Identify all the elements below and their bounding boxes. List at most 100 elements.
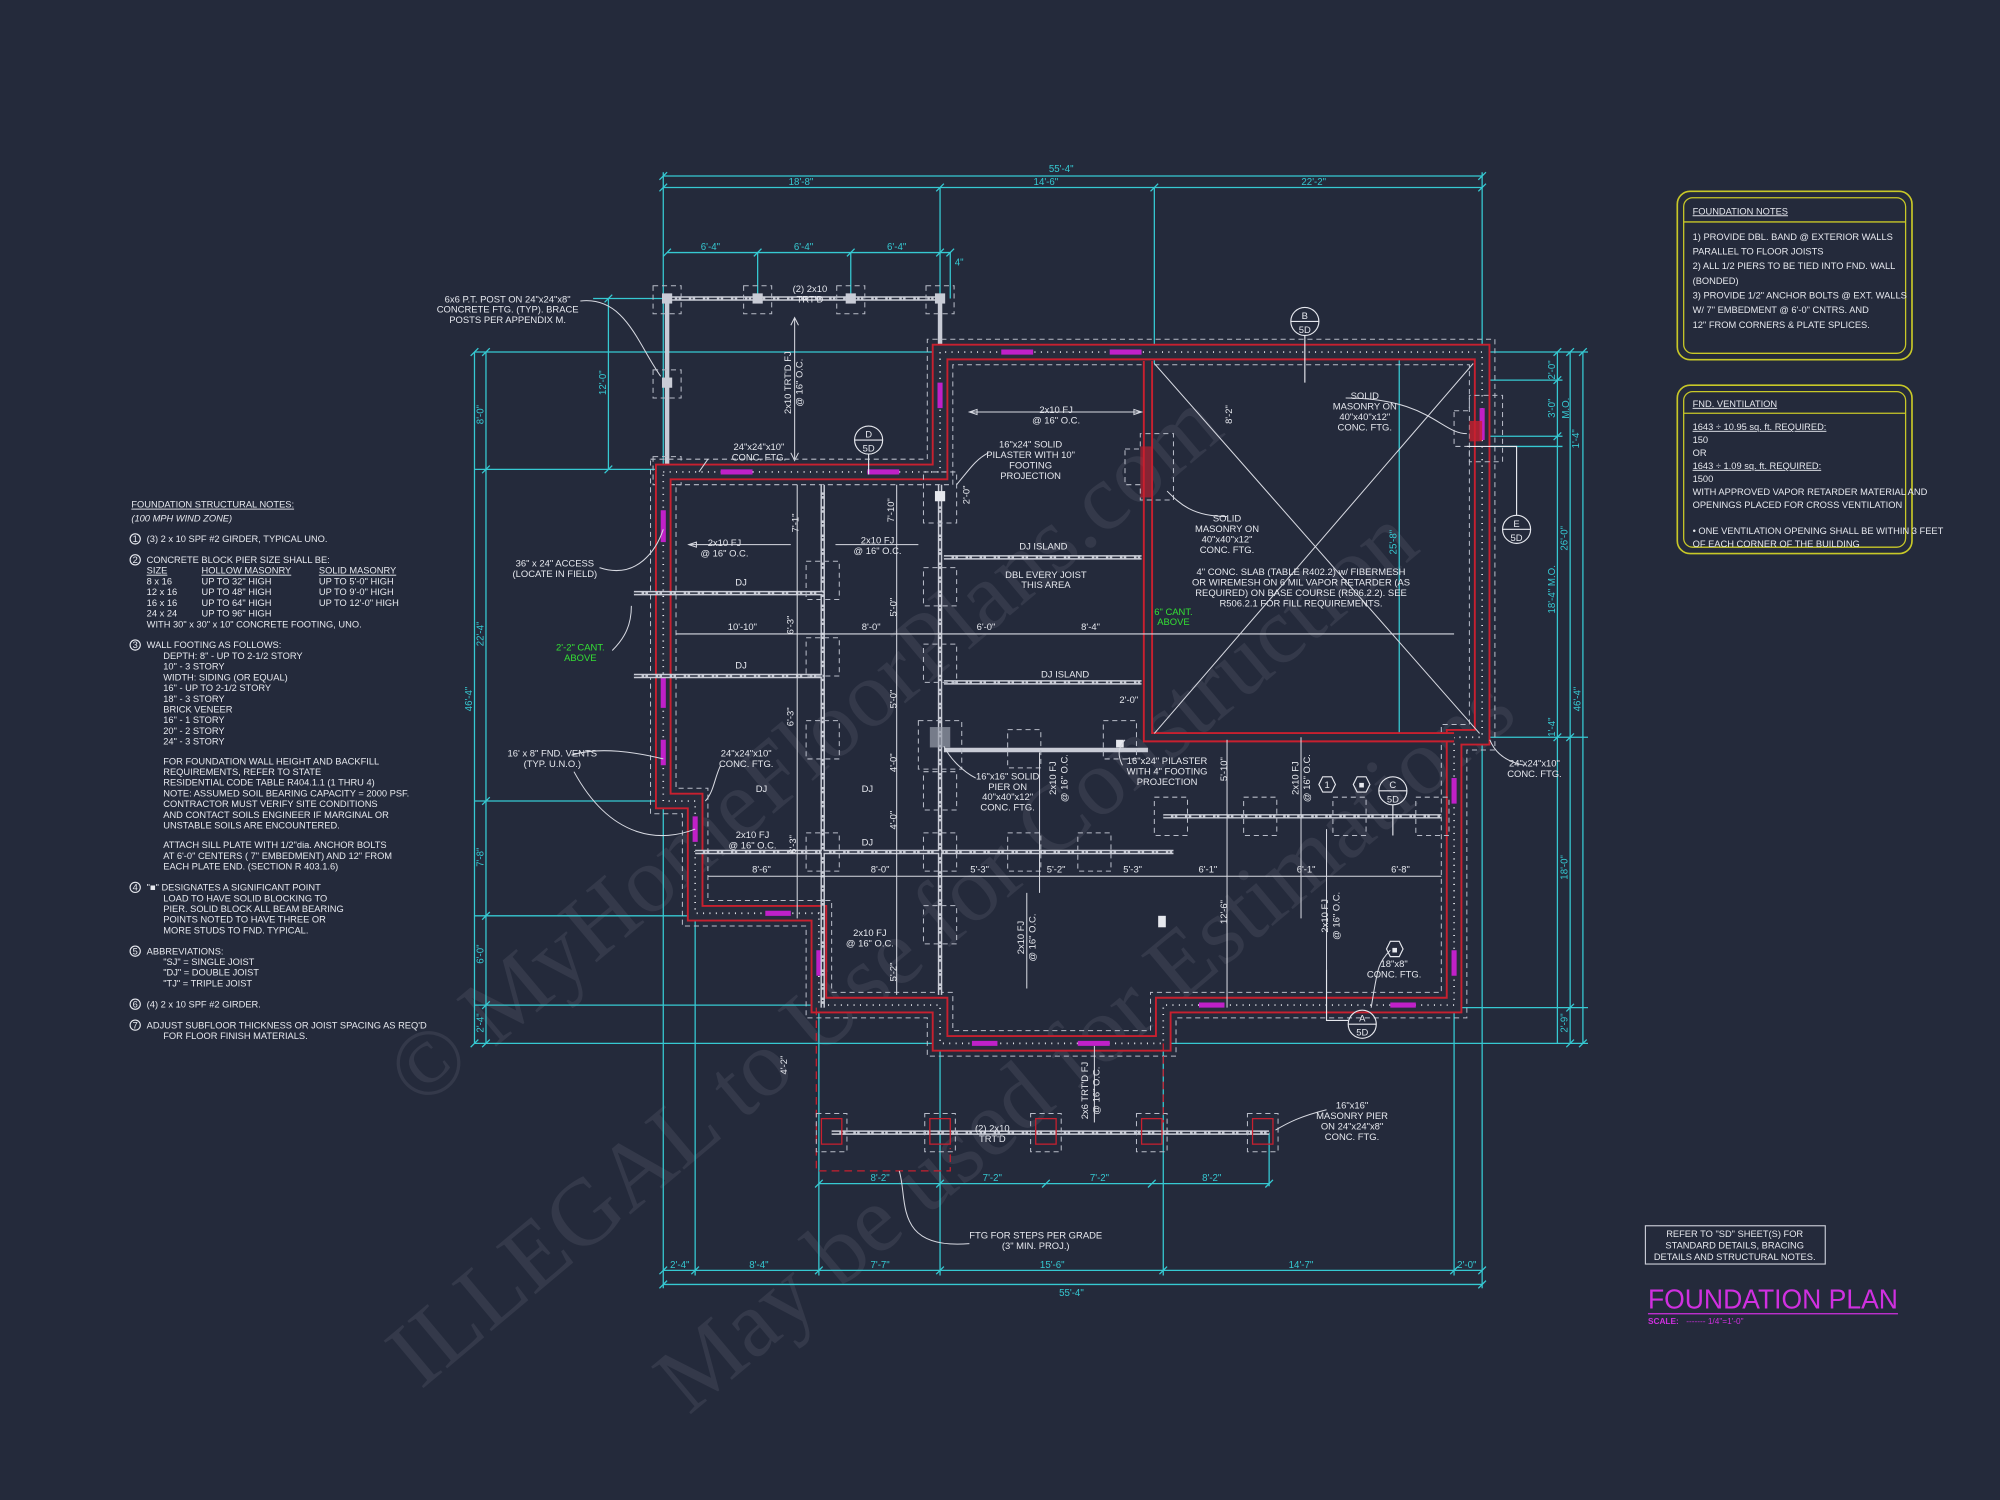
marker-letter: A: [1359, 1013, 1366, 1024]
dj-label: DJ: [735, 576, 747, 587]
title-block: FOUNDATION PLAN SCALE: ------- 1/4"=1'-0…: [1647, 1284, 1898, 1326]
annotation-solid-pier: PIER ON: [988, 781, 1027, 792]
table-cell: UP TO 48" HIGH: [202, 587, 272, 597]
interior-dim-label: 4'-0": [888, 811, 899, 830]
table-cell: UP TO 96" HIGH: [202, 609, 272, 619]
note-line: "DJ" = DOUBLE JOIST: [163, 968, 259, 978]
foundation-note-line: 3) PROVIDE 1/2" ANCHOR BOLTS @ EXT. WALL…: [1693, 290, 1907, 300]
interior-dim-label: 5'-10": [1218, 757, 1229, 781]
note-line: MORE STUDS TO FND. TYPICAL.: [163, 925, 308, 935]
dim-label: 55'-4": [1059, 1288, 1084, 1299]
note-number: 2: [133, 555, 138, 565]
annotation-ftg-24-c: 24"x24"x10": [1509, 758, 1560, 769]
foundation-note-line: PARALLEL TO FLOOR JOISTS: [1693, 246, 1824, 256]
annotation-ftg-24-c: CONC. FTG.: [1507, 768, 1561, 779]
note-line: DEPTH: 8" - UP TO 2-1/2 STORY: [163, 651, 302, 661]
ventilation-line: OPENINGS PLACED FOR CROSS VENTILATION: [1693, 500, 1903, 510]
note-number-marker: [129, 554, 141, 566]
annotation-fj-v2: @ 16" O.C.: [1027, 914, 1038, 962]
annotation-ftg-24-a: CONC. FTG.: [732, 452, 786, 463]
dim-label: 14'-6": [1034, 177, 1059, 188]
note-line: LOAD TO HAVE SOLID BLOCKING TO: [163, 893, 327, 903]
note-line: BRICK VENEER: [163, 704, 233, 714]
section-marker-e: E5D: [1466, 445, 1532, 544]
dj-island-label: DJ ISLAND: [1041, 668, 1089, 679]
marker-letter: D: [865, 429, 872, 440]
structural-notes-subtitle: (100 MPH WIND ZONE): [131, 514, 232, 524]
ventilation-line: 1643 ÷ 1.09 sq. ft. REQUIRED:: [1693, 461, 1822, 471]
annotation-porch-joist: 2x10 TRT'D FJ: [782, 351, 793, 414]
annotation-access: 36" x 24" ACCESS: [516, 557, 594, 568]
foundation-note-line: 2) ALL 1/2 PIERS TO BE TIED INTO FND. WA…: [1693, 261, 1896, 271]
interior-dim-label: 5'-2": [1047, 863, 1066, 874]
table-cell: UP TO 9'-0" HIGH: [319, 587, 394, 597]
interior-dim-label: 6'-0": [977, 621, 996, 632]
note-line: CONTRACTOR MUST VERIFY SITE CONDITIONS: [163, 799, 377, 809]
annotation-pilaster-10: PILASTER WITH 10": [986, 449, 1075, 460]
table-cell: UP TO 32" HIGH: [202, 576, 272, 586]
table-cell: UP TO 12'-0" HIGH: [319, 598, 399, 608]
interior-dim-label: 4'-2": [778, 1056, 789, 1075]
dim-label: 14'-7": [1289, 1260, 1314, 1271]
foundation-structural-notes: FOUNDATION STRUCTURAL NOTES: (100 MPH WI…: [129, 500, 427, 1041]
note-tag: 1: [1318, 776, 1337, 793]
annotation-porch-girder: TRT'D: [797, 294, 824, 305]
note-number-marker: [129, 881, 141, 894]
annotation-dbl-joist: DBL EVERY JOIST: [1005, 569, 1087, 580]
table-header: SOLID MASONRY: [319, 566, 396, 576]
annotation-fj-v3: @ 16" O.C.: [1330, 892, 1341, 940]
annotation-front-joist: 2x6 TRT'D FJ: [1079, 1062, 1090, 1120]
interior-dim-label: 5'-3": [1123, 863, 1142, 874]
refer-note-line: DETAILS AND STRUCTURAL NOTES.: [1654, 1252, 1816, 1262]
dimension-labels: 55'-4" 18'-8" 14'-6" 22'-2" 6'-4" 6'-4" …: [464, 164, 1583, 1299]
refer-note-line: STANDARD DETAILS, BRACING: [1665, 1241, 1804, 1251]
annotation-fj-v4: 2x10 FJ: [1289, 761, 1300, 795]
interior-dim-label: 5'-3": [970, 863, 989, 874]
front-porch: [815, 1007, 1279, 1172]
annotation-front-girder: (2) 2x10: [975, 1122, 1010, 1133]
foundation-note-line: 1) PROVIDE DBL. BAND @ EXTERIOR WALLS: [1693, 232, 1893, 242]
annotation-vents: (TYP. U.N.O.): [524, 758, 581, 769]
note-tag-number: 1: [1325, 779, 1330, 790]
point-load-symbol: ■: [1392, 944, 1398, 955]
dim-label: 2'-0": [1457, 1260, 1477, 1271]
annotation-fj-v1: 2x10 FJ: [1047, 761, 1058, 795]
note-number-marker: [129, 945, 141, 957]
annotation-solid-masonry-b: CONC. FTG.: [1200, 544, 1254, 555]
dim-label: 22'-2": [1301, 177, 1326, 188]
note-tag: ■: [1352, 776, 1371, 793]
table-cell: 8 x 16: [147, 576, 172, 586]
dim-label: 7'-2": [983, 1173, 1003, 1184]
annotation-pilaster-10: PROJECTION: [1000, 470, 1061, 481]
interior-dim-label: 2'-0": [960, 486, 971, 505]
annotation-fj-v4: @ 16" O.C.: [1301, 754, 1312, 802]
dim-label: 2'-4": [670, 1260, 690, 1271]
ventilation-line: WITH APPROVED VAPOR RETARDER MATERIAL AN…: [1693, 487, 1928, 497]
table-header: HOLLOW MASONRY: [202, 566, 292, 576]
annotation-fj-v1: @ 16" O.C.: [1059, 754, 1070, 802]
annotation-vents: 16' x 8" FND. VENTS: [508, 747, 597, 758]
note-line: AT 6'-0" CENTERS ( 7" EMBEDMENT) AND 12"…: [163, 851, 392, 861]
annotation-cant-left: ABOVE: [564, 652, 596, 663]
dj-label: DJ: [862, 837, 874, 848]
note-line: 18" - 3 STORY: [163, 694, 224, 704]
annotation-steps: (3" MIN. PROJ.): [1002, 1240, 1070, 1251]
dim-label: 8'-2": [1202, 1173, 1222, 1184]
interior-dim-label: 6'-3": [784, 616, 795, 635]
note-number-marker: [129, 1019, 141, 1031]
interior-dim-label: 5'-0": [888, 690, 899, 709]
note-tag: ■: [1385, 940, 1404, 958]
rear-porch: [652, 285, 955, 486]
scale-value: ------- 1/4"=1'-0": [1686, 1316, 1743, 1326]
annotation-solid-pier: 16"x16" SOLID: [976, 770, 1039, 781]
note-line: "■" DESIGNATES A SIGNIFICANT POINT: [147, 883, 321, 893]
note-number: 7: [133, 1020, 138, 1030]
note-line: RESIDENTIAL CODE TABLE R404.1.1 (1 THRU …: [163, 778, 374, 788]
note-line: WIDTH: SIDING (OR EQUAL): [163, 672, 287, 682]
annotation-dbl-joist: THIS AREA: [1021, 579, 1071, 590]
dim-label: 3'-0": [1547, 398, 1558, 418]
interior-dim-label: 8'-0": [871, 863, 890, 874]
interior-dimension-labels: 7'-1"7'-10"2'-0"10'-10"8'-0"6'-0"8'-4"6'…: [728, 405, 1410, 1074]
dim-label: 6'-4": [887, 242, 907, 253]
annotation-slab: R506.2.1 FOR FILL REQUIREMENTS.: [1220, 598, 1383, 609]
